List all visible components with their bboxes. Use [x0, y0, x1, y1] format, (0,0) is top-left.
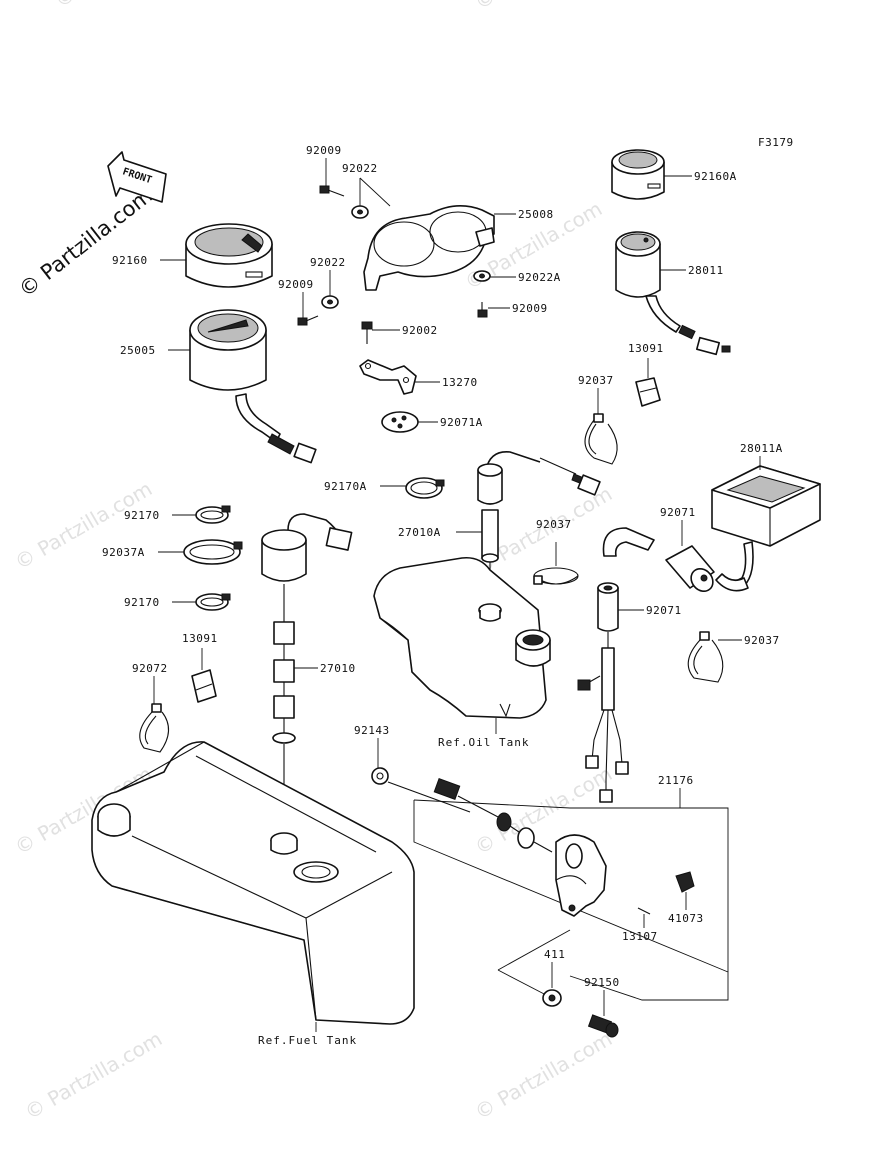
oil-tank [373, 556, 551, 719]
label-25008: 25008 [518, 208, 554, 221]
clip-13091-lower [191, 669, 217, 703]
label-25005: 25005 [120, 344, 156, 357]
front-arrow: FRONT [107, 151, 167, 203]
label-92037A: 92037A [102, 546, 145, 559]
label-13091-lower: 13091 [182, 632, 218, 645]
washer-92022-lower [321, 295, 339, 309]
pin-13107 [637, 907, 651, 915]
label-41073: 41073 [668, 912, 704, 925]
label-28011A: 28011A [740, 442, 783, 455]
speedometer-cover [185, 223, 273, 288]
clamp-92170A [405, 477, 445, 499]
throttle-cable [433, 778, 553, 853]
part-labels: 92009 92022 25008 92160 92022 92009 9202… [102, 144, 783, 989]
label-92160A: 92160A [694, 170, 737, 183]
band-92037-lower [687, 631, 724, 683]
label-92071A: 92071A [440, 416, 483, 429]
label-27010A: 27010A [398, 526, 441, 539]
label-92170A: 92170A [324, 480, 367, 493]
band-92072 [139, 703, 170, 753]
fuel-tank [91, 741, 415, 1025]
bracket-13270 [359, 359, 417, 395]
label-92009-right: 92009 [512, 302, 548, 315]
label-13107: 13107 [622, 930, 658, 943]
label-411: 411 [544, 948, 565, 961]
label-21176: 21176 [658, 774, 694, 787]
oil-level-sensor [477, 451, 601, 600]
tachometer [615, 231, 731, 356]
grommet-92071A [381, 411, 419, 433]
label-13270: 13270 [442, 376, 478, 389]
band-92037-upper [584, 413, 618, 465]
clamp-92170-lower [195, 593, 231, 611]
label-92170-lower: 92170 [124, 596, 160, 609]
label-92143: 92143 [354, 724, 390, 737]
label-92022-lower: 92022 [310, 256, 346, 269]
label-92150: 92150 [584, 976, 620, 989]
bolt-92009-left [297, 315, 319, 326]
bolt-92009-upper [319, 185, 345, 197]
tachometer-cover [611, 149, 665, 200]
label-92002: 92002 [402, 324, 438, 337]
label-92170-upper: 92170 [124, 509, 160, 522]
label-92037-upper: 92037 [578, 374, 614, 387]
clamp-92170-upper [195, 505, 231, 524]
figure-code: F3179 [758, 136, 794, 149]
ref-fuel-tank: Ref.Fuel Tank [258, 1034, 357, 1047]
watermark-bottom-right: © Partzilla.com [471, 1026, 617, 1124]
ref-oil-tank: Ref.Oil Tank [438, 736, 529, 749]
label-92009-upper: 92009 [306, 144, 342, 157]
clip-13091-upper [635, 377, 661, 407]
label-92160: 92160 [112, 254, 148, 267]
throttle-case-group [413, 799, 729, 1001]
speedometer [189, 309, 317, 464]
fuel-sender [261, 513, 353, 830]
bolt-92002 [361, 321, 373, 344]
oil-pressure-switch-upper [602, 527, 749, 593]
oil-pressure-switch-lower [577, 582, 629, 803]
label-92022A: 92022A [518, 271, 561, 284]
hour-meter [711, 465, 821, 591]
throttle-lever [555, 834, 607, 917]
label-92071-lower: 92071 [646, 604, 682, 617]
watermark-bottom-left: © Partzilla.com [21, 1026, 167, 1124]
washer-92022-upper [351, 205, 369, 219]
nut-41073 [675, 871, 695, 893]
washer-92022A [473, 270, 491, 282]
gauge-bracket [363, 205, 495, 291]
watermark-top-right: © Partzilla.com [471, 0, 617, 14]
label-28011: 28011 [688, 264, 724, 277]
watermark-top-left: © Partzilla.com [51, 0, 197, 12]
washer-411 [542, 989, 562, 1007]
label-92037-lower: 92037 [744, 634, 780, 647]
watermark-mid-left: © Partzilla.com [11, 476, 157, 574]
label-92009-left: 92009 [278, 278, 314, 291]
copyright-stamp: © Partzilla.com [14, 183, 156, 302]
bolt-92009-right [477, 302, 488, 318]
label-92072: 92072 [132, 662, 168, 675]
label-92022-upper: 92022 [342, 162, 378, 175]
washer-92143 [371, 767, 389, 785]
label-92071-upper: 92071 [660, 506, 696, 519]
bolt-92150 [587, 1014, 619, 1038]
band-92037-middle [533, 567, 579, 585]
label-27010: 27010 [320, 662, 356, 675]
label-92037-middle: 92037 [536, 518, 572, 531]
label-13091-upper: 13091 [628, 342, 664, 355]
band-92037A [183, 539, 243, 565]
